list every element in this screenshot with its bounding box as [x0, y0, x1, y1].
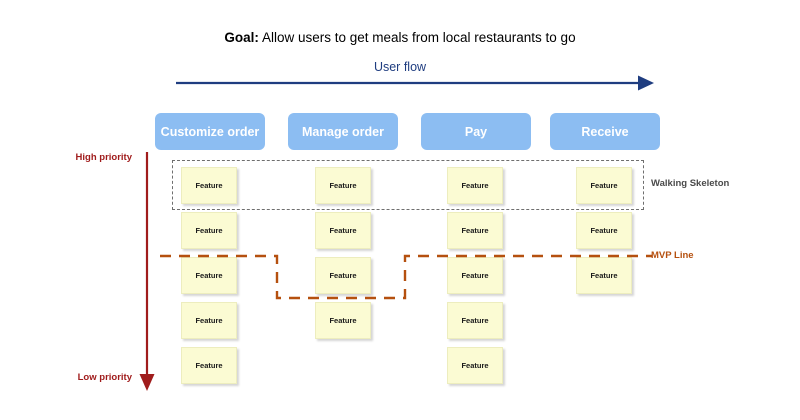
feature-card[interactable]: Feature: [315, 212, 371, 249]
mvp-line: [160, 254, 652, 300]
feature-card[interactable]: Feature: [181, 257, 237, 294]
stage-header-pay[interactable]: Pay: [421, 113, 531, 150]
feature-card[interactable]: Feature: [576, 257, 632, 294]
stage-header-label: Pay: [464, 124, 488, 139]
feature-card[interactable]: Feature: [181, 302, 237, 339]
feature-card-label: Feature: [195, 226, 223, 235]
right-arrow-icon: [176, 75, 654, 91]
feature-card-label: Feature: [461, 316, 489, 325]
walking-skeleton-boundary: [172, 160, 644, 210]
feature-card-label: Feature: [590, 271, 618, 280]
feature-card-label: Feature: [195, 181, 223, 190]
feature-card-label: Feature: [590, 181, 618, 190]
feature-card-label: Feature: [461, 226, 489, 235]
stage-header-receive[interactable]: Receive: [550, 113, 660, 150]
goal-text: Allow users to get meals from local rest…: [261, 30, 576, 45]
stage-header-customize-order[interactable]: Customize order: [155, 113, 265, 150]
mvp-line-label: MVP Line: [651, 250, 694, 261]
stage-header-label: Customize order: [160, 124, 260, 139]
stage-header-label: Manage order: [302, 124, 384, 139]
feature-card[interactable]: Feature: [447, 167, 503, 204]
feature-card[interactable]: Feature: [181, 212, 237, 249]
feature-card-label: Feature: [195, 361, 223, 370]
feature-card[interactable]: Feature: [576, 212, 632, 249]
high-priority-label: High priority: [75, 152, 132, 163]
feature-card[interactable]: Feature: [181, 167, 237, 204]
feature-card-label: Feature: [195, 271, 223, 280]
stage-header-manage-order[interactable]: Manage order: [288, 113, 398, 150]
feature-card-label: Feature: [329, 181, 357, 190]
goal-label: Goal:: [224, 30, 259, 45]
feature-card[interactable]: Feature: [447, 302, 503, 339]
low-priority-label: Low priority: [77, 372, 132, 383]
down-arrow-icon: [139, 152, 155, 391]
feature-card[interactable]: Feature: [447, 257, 503, 294]
feature-card-label: Feature: [590, 226, 618, 235]
feature-card[interactable]: Feature: [315, 167, 371, 204]
feature-card[interactable]: Feature: [181, 347, 237, 384]
feature-card[interactable]: Feature: [447, 347, 503, 384]
feature-card[interactable]: Feature: [315, 302, 371, 339]
page-title: Goal: Allow users to get meals from loca…: [0, 30, 800, 45]
user-flow-label: User flow: [373, 60, 427, 74]
feature-card[interactable]: Feature: [447, 212, 503, 249]
feature-card[interactable]: Feature: [315, 257, 371, 294]
feature-card-label: Feature: [461, 361, 489, 370]
feature-card-label: Feature: [461, 181, 489, 190]
feature-card-label: Feature: [329, 316, 357, 325]
feature-card[interactable]: Feature: [576, 167, 632, 204]
feature-card-label: Feature: [329, 226, 357, 235]
feature-card-label: Feature: [461, 271, 489, 280]
feature-card-label: Feature: [195, 316, 223, 325]
feature-card-label: Feature: [329, 271, 357, 280]
stage-header-label: Receive: [581, 124, 629, 139]
walking-skeleton-label: Walking Skeleton: [651, 178, 730, 189]
